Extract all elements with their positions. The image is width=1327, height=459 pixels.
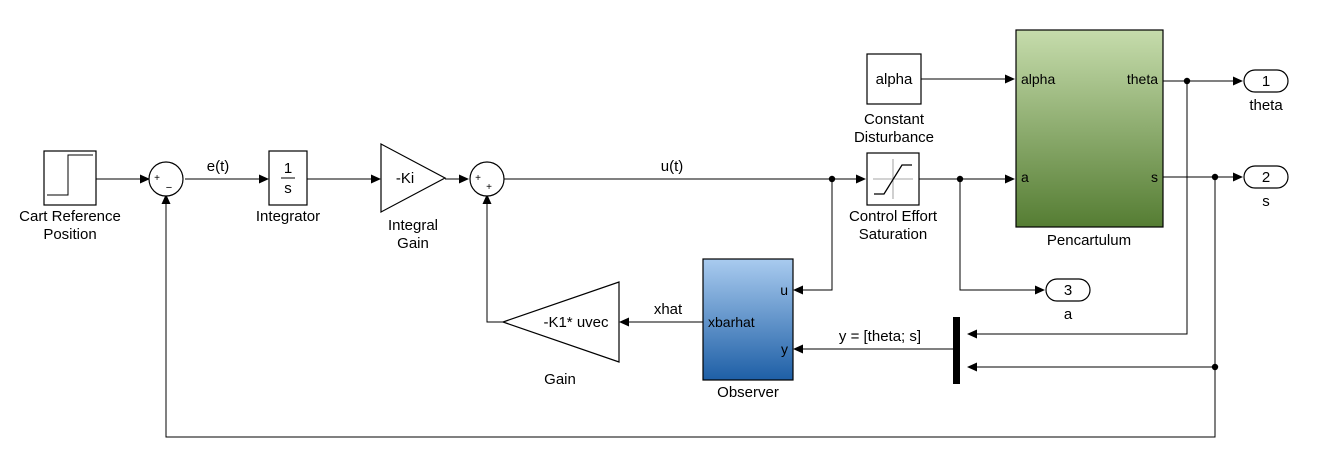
step-icon <box>47 154 93 196</box>
observer-gain-value: -K1* uvec <box>543 314 609 331</box>
outport-a-label: a <box>1064 306 1073 323</box>
wire-k1-out <box>486 203 503 323</box>
branch-dot <box>1183 77 1191 85</box>
outport-number: 2 <box>1262 169 1270 186</box>
wire-s-feedback <box>165 177 1216 438</box>
sum-block-error[interactable]: + − <box>148 161 184 197</box>
plant-label: Pencartulum <box>1047 232 1131 249</box>
arrow-head <box>1005 174 1015 184</box>
arrow-head <box>161 194 171 204</box>
outport-number: 3 <box>1064 282 1072 299</box>
outport-s-label: s <box>1262 193 1270 210</box>
arrow-head <box>967 329 977 339</box>
integrator-block[interactable]: 1 s <box>268 150 308 206</box>
observer-port-u: u <box>780 282 788 298</box>
branch-dot <box>1211 363 1219 371</box>
sum-block-control[interactable]: + + <box>469 161 505 197</box>
signal-y-label: y = [theta; s] <box>839 328 921 345</box>
branch-dot <box>956 175 964 183</box>
arrow-head <box>259 174 269 184</box>
mux-block[interactable] <box>953 317 960 384</box>
integral-gain-label-2: Gain <box>397 235 429 252</box>
sum-sign: − <box>166 182 172 194</box>
observer-port-y: y <box>781 341 788 357</box>
arrow-head <box>371 174 381 184</box>
integrator-label: Integrator <box>256 208 320 225</box>
wire-u-to-observer <box>802 179 833 291</box>
outport-theta[interactable]: 1 <box>1243 69 1289 93</box>
outport-s[interactable]: 2 <box>1243 165 1289 189</box>
wire-a-out <box>959 179 1036 291</box>
arrow-head <box>482 194 492 204</box>
branch-dot <box>1211 173 1219 181</box>
saturation-label: Control Effort <box>849 208 938 225</box>
sum-sign: + <box>475 173 481 184</box>
arrow-head <box>140 174 150 184</box>
signal-control-label: u(t) <box>661 158 684 175</box>
arrow-head <box>1233 76 1243 86</box>
constant-label: Constant <box>864 111 925 128</box>
constant-value: alpha <box>876 71 913 88</box>
constant-label-2: Disturbance <box>854 129 934 146</box>
plant-port-s: s <box>1151 169 1158 185</box>
integral-gain-label: Integral <box>388 217 438 234</box>
step-block[interactable] <box>43 150 97 206</box>
arrow-head <box>459 174 469 184</box>
constant-block[interactable]: alpha <box>866 53 922 105</box>
outport-theta-label: theta <box>1249 97 1283 114</box>
signal-xhat-label: xhat <box>654 301 683 318</box>
signal-error-label: e(t) <box>207 158 230 175</box>
sum-sign: + <box>154 173 160 184</box>
arrow-head <box>793 285 803 295</box>
saturation-icon <box>874 164 912 195</box>
saturation-label-2: Saturation <box>859 226 927 243</box>
arrow-head <box>793 344 803 354</box>
step-label-2: Position <box>43 226 96 243</box>
wire-theta-feedback <box>976 81 1188 335</box>
plant-port-alpha: alpha <box>1021 71 1055 87</box>
outport-a[interactable]: 3 <box>1045 278 1091 302</box>
arrow-head <box>967 362 977 372</box>
branch-dot <box>828 175 836 183</box>
outport-number: 1 <box>1262 73 1270 90</box>
arrow-head <box>856 174 866 184</box>
pencartulum-subsystem[interactable]: alpha a theta s <box>1015 29 1164 228</box>
observer-port-xbarhat: xbarhat <box>708 314 755 330</box>
step-label: Cart Reference <box>19 208 121 225</box>
integrator-numerator: 1 <box>284 160 292 177</box>
integral-gain-block[interactable]: -Ki <box>380 143 447 213</box>
saturation-block[interactable] <box>866 152 920 206</box>
plant-port-a: a <box>1021 169 1029 185</box>
integral-gain-value: -Ki <box>396 170 414 187</box>
arrow-head <box>1035 285 1045 295</box>
observer-gain-label: Gain <box>544 371 576 388</box>
arrow-head <box>619 317 629 327</box>
observer-subsystem[interactable]: u y xbarhat <box>702 258 794 381</box>
integrator-denominator: s <box>284 180 292 197</box>
observer-gain-block[interactable]: -K1* uvec <box>501 281 620 363</box>
observer-label: Observer <box>717 384 779 401</box>
arrow-head <box>1005 74 1015 84</box>
sum-sign: + <box>486 182 492 193</box>
plant-port-theta: theta <box>1127 71 1158 87</box>
arrow-head <box>1233 172 1243 182</box>
